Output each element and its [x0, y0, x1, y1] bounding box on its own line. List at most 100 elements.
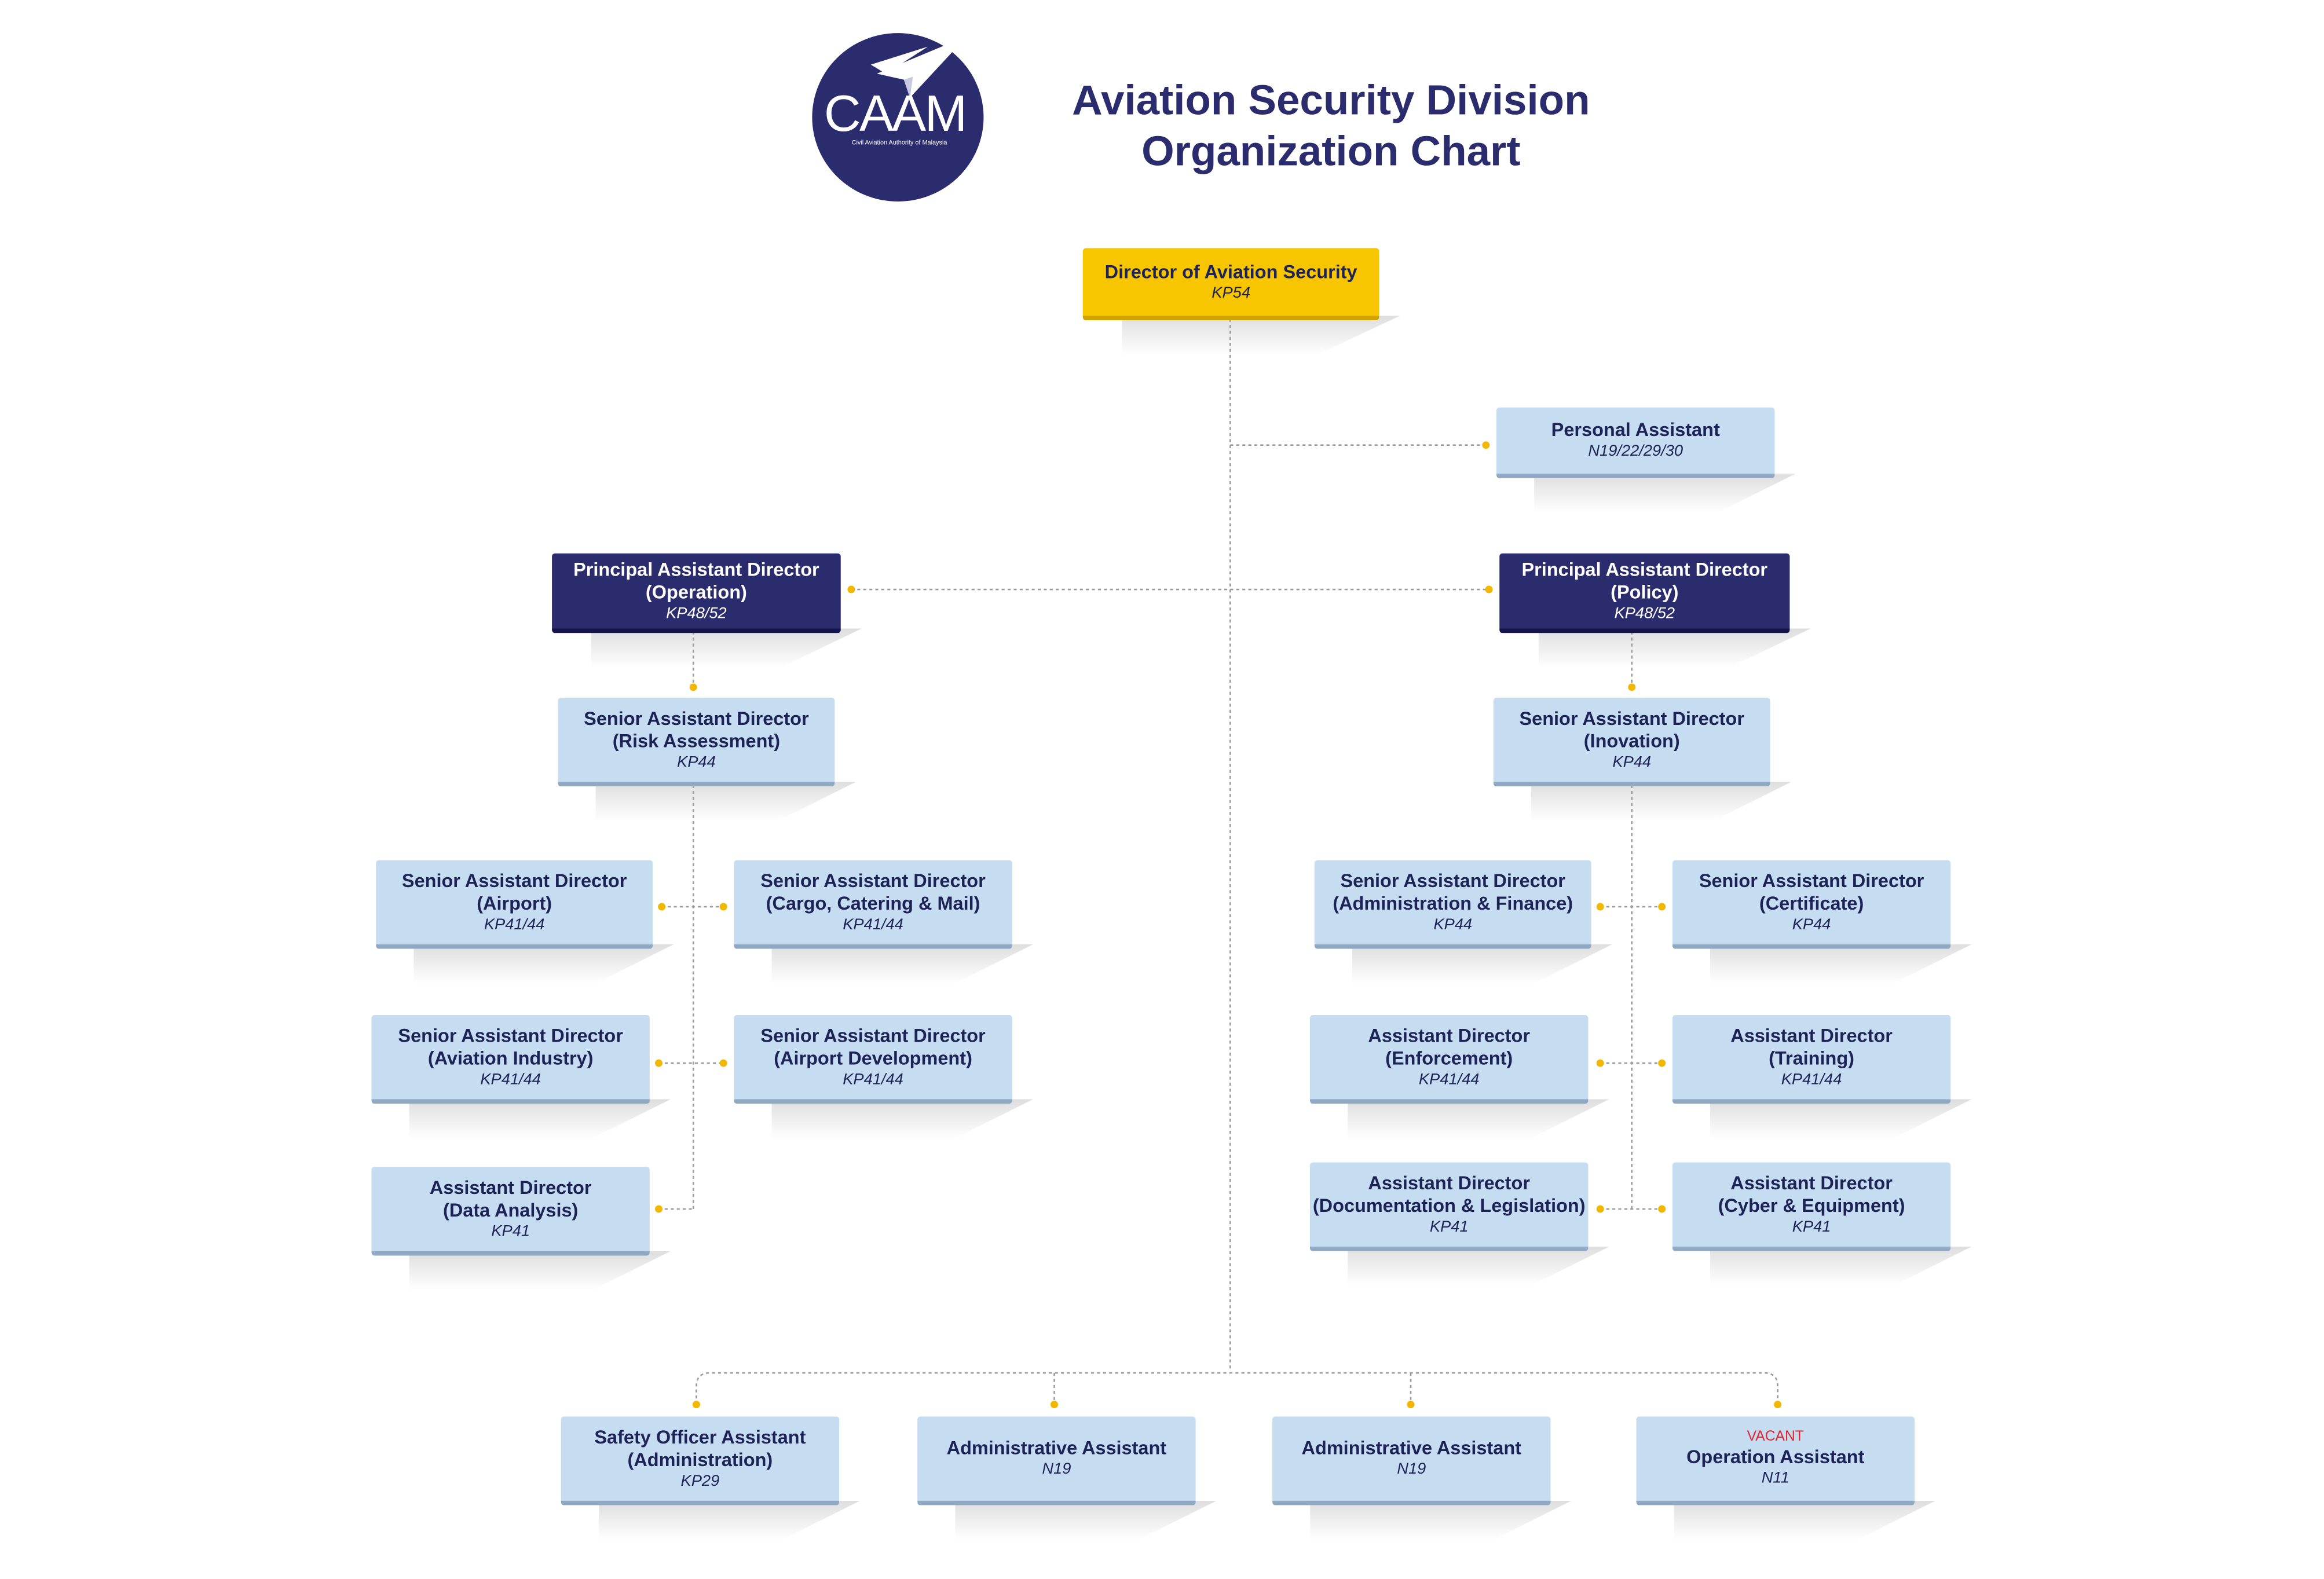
node-title-2: (Airport Development)	[774, 1047, 972, 1069]
vacant-badge: VACANT	[1747, 1428, 1804, 1445]
node-grade: KP41/44	[1418, 1069, 1480, 1088]
node-ad-training: Assistant Director (Training) KP41/44	[1672, 1014, 1951, 1104]
node-ad-enforcement: Assistant Director (Enforcement) KP41/44	[1309, 1014, 1589, 1104]
node-personal-assistant: Personal Assistant N19/22/29/30	[1496, 407, 1775, 478]
dot-pad-op	[847, 585, 855, 594]
dot-risk	[689, 683, 697, 691]
node-grade: KP44	[1612, 752, 1652, 771]
node-title-1: Senior Assistant Director	[584, 707, 809, 729]
dot-pad-pol	[1485, 585, 1493, 594]
node-title-2: (Risk Assessment)	[612, 730, 781, 752]
node-title-2: (Training)	[1769, 1047, 1855, 1069]
node-grade: N19	[1397, 1460, 1426, 1478]
node-sad-inovation: Senior Assistant Director (Inovation) KP…	[1493, 698, 1770, 787]
node-title: Administrative Assistant	[946, 1437, 1167, 1459]
title-line-1: Aviation Security Division	[1072, 76, 1590, 123]
node-pad-operation: Principal Assistant Director (Operation)…	[552, 553, 841, 633]
logo-subtitle: Civil Aviation Authority of Malaysia	[851, 138, 947, 146]
node-grade: KP41/44	[1781, 1069, 1842, 1088]
dot-aa1	[1051, 1401, 1058, 1409]
dot-avind	[654, 1059, 663, 1067]
node-sad-risk-assessment: Senior Assistant Director (Risk Assessme…	[558, 698, 835, 787]
node-sad-cargo: Senior Assistant Director (Cargo, Cateri…	[734, 860, 1012, 949]
dot-cyber	[1658, 1205, 1666, 1213]
node-title-2: (Certificate)	[1759, 892, 1864, 914]
node-ad-documentation: Assistant Director (Documentation & Legi…	[1309, 1162, 1589, 1251]
node-grade: KP41	[1429, 1217, 1469, 1236]
node-title-1: Senior Assistant Director	[401, 870, 627, 891]
node-title-2: (Data Analysis)	[443, 1199, 579, 1221]
dot-soa	[692, 1401, 700, 1409]
node-ad-data-analysis: Assistant Director (Data Analysis) KP41	[371, 1167, 650, 1256]
node-safety-officer-assistant: Safety Officer Assistant (Administration…	[561, 1416, 840, 1505]
dot-data	[654, 1205, 663, 1213]
node-grade: N19/22/29/30	[1588, 442, 1683, 460]
node-pad-policy: Principal Assistant Director (Policy) KP…	[1499, 553, 1790, 633]
node-title-1: Safety Officer Assistant	[594, 1426, 806, 1448]
node-title: Director of Aviation Security	[1104, 261, 1357, 282]
dot-doc	[1596, 1205, 1604, 1213]
node-sad-admin-finance: Senior Assistant Director (Administratio…	[1314, 860, 1591, 949]
node-title-2: (Airport)	[477, 892, 552, 914]
node-title-2: (Administration)	[627, 1449, 773, 1470]
node-title-1: Assistant Director	[1730, 1172, 1893, 1193]
logo-graphic	[812, 33, 984, 202]
node-title-1: Assistant Director	[1368, 1172, 1531, 1193]
node-administrative-assistant-2: Administrative Assistant N19	[1272, 1416, 1551, 1505]
node-grade: KP41	[1792, 1217, 1831, 1236]
node-title-1: Senior Assistant Director	[760, 870, 986, 891]
node-title-1: Assistant Director	[429, 1177, 592, 1198]
node-title-2: (Documentation & Legislation)	[1312, 1195, 1586, 1216]
node-title-2: (Aviation Industry)	[427, 1047, 594, 1069]
node-grade: KP48/52	[666, 603, 727, 622]
dot-train	[1658, 1059, 1666, 1067]
node-grade: KP41	[491, 1222, 530, 1240]
dot-aa2	[1407, 1401, 1415, 1409]
dot-enf	[1596, 1059, 1604, 1067]
node-grade: KP41/44	[480, 1069, 541, 1088]
node-title-1: Senior Assistant Director	[1340, 870, 1565, 891]
logo-text: CAAM	[824, 86, 967, 143]
node-title-1: Senior Assistant Director	[1699, 870, 1924, 891]
node-title-1: Senior Assistant Director	[1519, 707, 1744, 729]
node-title-1: Assistant Director	[1368, 1024, 1531, 1046]
node-title-1: Principal Assistant Director	[1521, 558, 1768, 580]
node-grade: KP29	[680, 1471, 720, 1490]
dot-admin	[1596, 903, 1604, 911]
node-grade: KP44	[677, 752, 716, 771]
node-grade: KP54	[1212, 283, 1250, 302]
dot-cargo	[719, 903, 727, 911]
node-title-2: (Inovation)	[1583, 730, 1680, 752]
node-title: Administrative Assistant	[1301, 1437, 1521, 1459]
bottom-bus	[696, 1372, 1778, 1405]
dot-oa	[1774, 1401, 1782, 1409]
node-grade: N11	[1761, 1469, 1789, 1488]
node-grade: KP44	[1792, 915, 1831, 933]
title-line-2: Organization Chart	[1141, 127, 1521, 175]
node-grade: KP41/44	[843, 915, 903, 933]
node-grade: KP44	[1433, 915, 1473, 933]
node-title: Operation Assistant	[1686, 1446, 1865, 1468]
node-title-1: Senior Assistant Director	[760, 1024, 986, 1046]
dot-cert	[1658, 903, 1666, 911]
node-grade: KP41/44	[843, 1069, 903, 1088]
node-ad-cyber-equipment: Assistant Director (Cyber & Equipment) K…	[1672, 1162, 1951, 1251]
node-title-2: (Cyber & Equipment)	[1718, 1195, 1905, 1216]
node-sad-aviation-industry: Senior Assistant Director (Aviation Indu…	[371, 1014, 650, 1104]
node-title-1: Senior Assistant Director	[398, 1024, 623, 1046]
node-sad-certificate: Senior Assistant Director (Certificate) …	[1672, 860, 1951, 949]
chart-title: Aviation Security Division Organization …	[978, 75, 1685, 178]
node-title-2: (Operation)	[645, 581, 747, 603]
node-title-2: (Enforcement)	[1385, 1047, 1513, 1069]
node-grade: KP48/52	[1614, 603, 1675, 622]
node-operation-assistant: VACANT Operation Assistant N11	[1636, 1416, 1915, 1505]
node-sad-airport: Senior Assistant Director (Airport) KP41…	[376, 860, 653, 949]
node-grade: N19	[1042, 1460, 1071, 1478]
node-title-2: (Administration & Finance)	[1333, 892, 1573, 914]
caam-logo: CAAM Civil Aviation Authority of Malaysi…	[811, 32, 988, 203]
dot-apdev	[719, 1059, 727, 1067]
node-administrative-assistant-1: Administrative Assistant N19	[917, 1416, 1196, 1505]
node-sad-airport-development: Senior Assistant Director (Airport Devel…	[734, 1014, 1012, 1104]
